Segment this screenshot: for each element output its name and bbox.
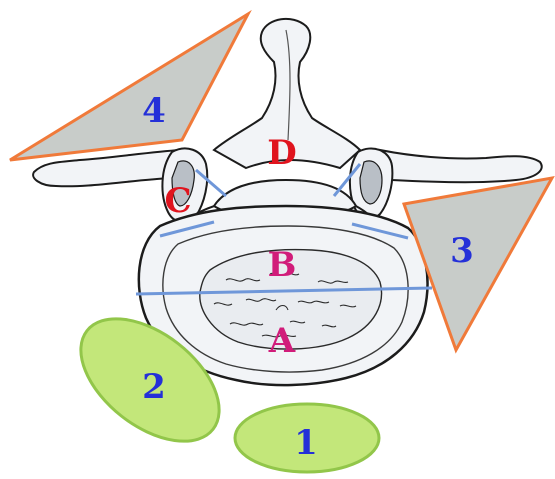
right-transverse-process: [380, 150, 542, 182]
region-b-label: B: [268, 245, 297, 285]
right-facet-inner: [360, 161, 382, 204]
zone-4-label: 4: [142, 91, 166, 131]
zone-3-triangle: [404, 178, 552, 350]
region-c-label: C: [164, 181, 191, 221]
zone-2-label: 2: [142, 367, 166, 407]
region-d-label: D: [267, 133, 296, 173]
zone-4-triangle: [10, 14, 248, 160]
region-a-label: A: [268, 321, 296, 361]
zone-3-label: 3: [450, 231, 474, 271]
zone-1-label: 1: [294, 423, 318, 463]
